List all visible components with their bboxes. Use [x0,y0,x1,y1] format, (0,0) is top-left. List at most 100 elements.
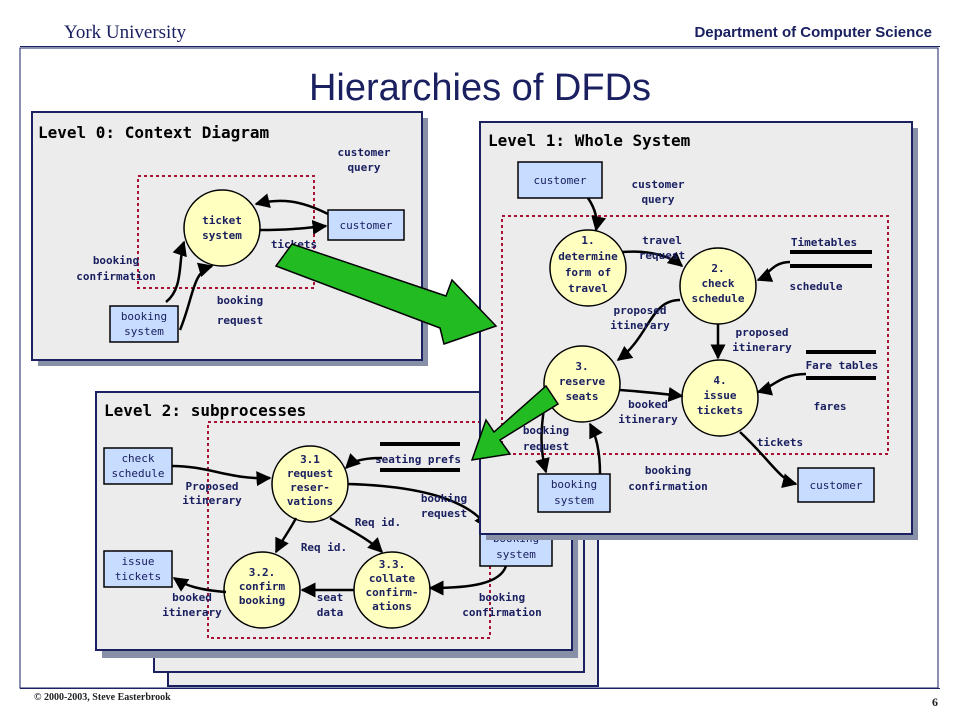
flow-booking-confirmation-l0 [165,240,187,303]
process-4: 4. issue tickets [681,359,759,437]
svg-text:Fare tables: Fare tables [806,359,879,372]
svg-text:booking: booking [121,310,167,323]
svg-text:Req id.: Req id. [355,516,401,529]
svg-text:customer: customer [340,219,393,232]
svg-text:confirm-: confirm- [366,586,419,599]
svg-text:travel: travel [568,282,608,295]
svg-text:itinerary: itinerary [618,413,678,426]
entity-check-schedule: check schedule [103,447,173,485]
flow-booked-itinerary-l2 [172,576,227,594]
svg-text:query: query [641,193,674,206]
svg-text:proposed: proposed [736,326,789,339]
svg-text:2.: 2. [711,262,724,275]
process-2: 2. check schedule [679,247,757,325]
svg-text:Req id.: Req id. [301,541,347,554]
svg-text:customer: customer [632,178,685,191]
svg-text:seats: seats [565,390,598,403]
slide-frame [19,47,939,689]
store-timetables: Timetables [790,236,872,268]
flow-req-id-b [274,517,298,554]
page-title: Hierarchies of DFDs [309,67,651,109]
copyright: © 2000-2003, Steve Easterbrook [34,692,171,703]
svg-text:system: system [202,229,242,242]
svg-text:confirm: confirm [239,580,286,593]
svg-text:tickets: tickets [697,404,743,417]
entity-booking-system-l1: booking system [537,473,611,513]
svg-text:itinerary: itinerary [610,319,670,332]
flow-tickets-l1 [739,431,798,488]
entity-issue-tickets: issue tickets [103,550,173,588]
svg-text:determine: determine [558,250,618,263]
process-3: 3. reserve seats [543,345,621,423]
flow-booking-request-l0 [178,262,214,331]
department-name: Department of Computer Science [694,24,932,41]
svg-text:confirmation: confirmation [462,606,541,619]
svg-text:schedule: schedule [790,280,843,293]
header-rule [20,46,940,47]
svg-text:tickets: tickets [757,436,803,449]
svg-text:vations: vations [287,495,333,508]
green-arrow-level0-to-level1 [274,243,498,345]
svg-text:issue: issue [703,389,736,402]
svg-text:booking: booking [523,424,569,437]
svg-text:4.: 4. [713,374,726,387]
flow-proposed-itinerary-a [616,298,681,361]
process-1: 1. determine form of travel [549,229,627,307]
svg-text:3.: 3. [575,360,588,373]
svg-text:booking: booking [93,254,139,267]
svg-text:booked: booked [172,591,212,604]
svg-text:1.: 1. [581,234,594,247]
flow-schedule [756,260,791,282]
svg-text:reserve: reserve [559,375,606,388]
svg-text:itinerary: itinerary [732,341,792,354]
entity-customer-bottom-l1: customer [797,467,875,503]
flow-seating-prefs [344,453,383,470]
svg-text:reser-: reser- [290,481,330,494]
svg-text:booking: booking [551,478,597,491]
svg-text:Timetables: Timetables [791,236,857,249]
svg-text:schedule: schedule [112,467,165,480]
entity-customer-top-l1: customer [517,161,603,199]
svg-text:itinerary: itinerary [182,494,242,507]
svg-text:travel: travel [642,234,682,247]
flow-fares [756,372,807,396]
svg-text:confirmation: confirmation [628,480,707,493]
svg-text:check: check [121,452,154,465]
university-name: York University [64,22,187,43]
svg-text:proposed: proposed [614,304,667,317]
entity-booking-system-l0: booking system [109,305,179,343]
svg-text:request: request [421,507,467,520]
level0-title: Level 0: Context Diagram [38,123,270,142]
flow-customer-query-l0 [254,193,329,216]
svg-text:booking: booking [479,591,525,604]
svg-text:form of: form of [565,266,611,279]
svg-text:booked: booked [628,398,668,411]
svg-text:issue: issue [121,555,154,568]
svg-text:system: system [124,325,164,338]
svg-text:collate: collate [369,572,416,585]
svg-text:data: data [317,606,344,619]
svg-text:seating prefs: seating prefs [375,453,461,466]
level2-title: Level 2: subprocesses [104,401,306,420]
flow-booking-confirmation-l1 [588,422,603,475]
process-3-3: 3.3. collate confirm- ations [353,551,431,629]
svg-text:customer: customer [534,174,587,187]
flow-req-id-a [329,516,384,554]
flow-booked-itinerary-l1 [619,387,684,402]
svg-text:seat: seat [317,591,344,604]
flow-customer-query-l1 [586,197,606,232]
level1-panel: Level 1: Whole System customer customer … [479,121,918,540]
svg-text:3.1: 3.1 [300,453,320,466]
flow-tickets-l0 [259,219,328,235]
flow-booking-confirmation-l2 [428,565,508,596]
svg-text:query: query [347,161,380,174]
process-ticket-system: ticket system [183,189,261,267]
svg-text:check: check [701,277,734,290]
store-seating-prefs: seating prefs [375,442,461,472]
green-arrow-level1-to-level2 [470,384,560,461]
svg-text:confirmation: confirmation [76,270,155,283]
svg-text:request: request [287,467,333,480]
svg-text:request: request [217,314,263,327]
flow-travel-request [621,250,684,267]
